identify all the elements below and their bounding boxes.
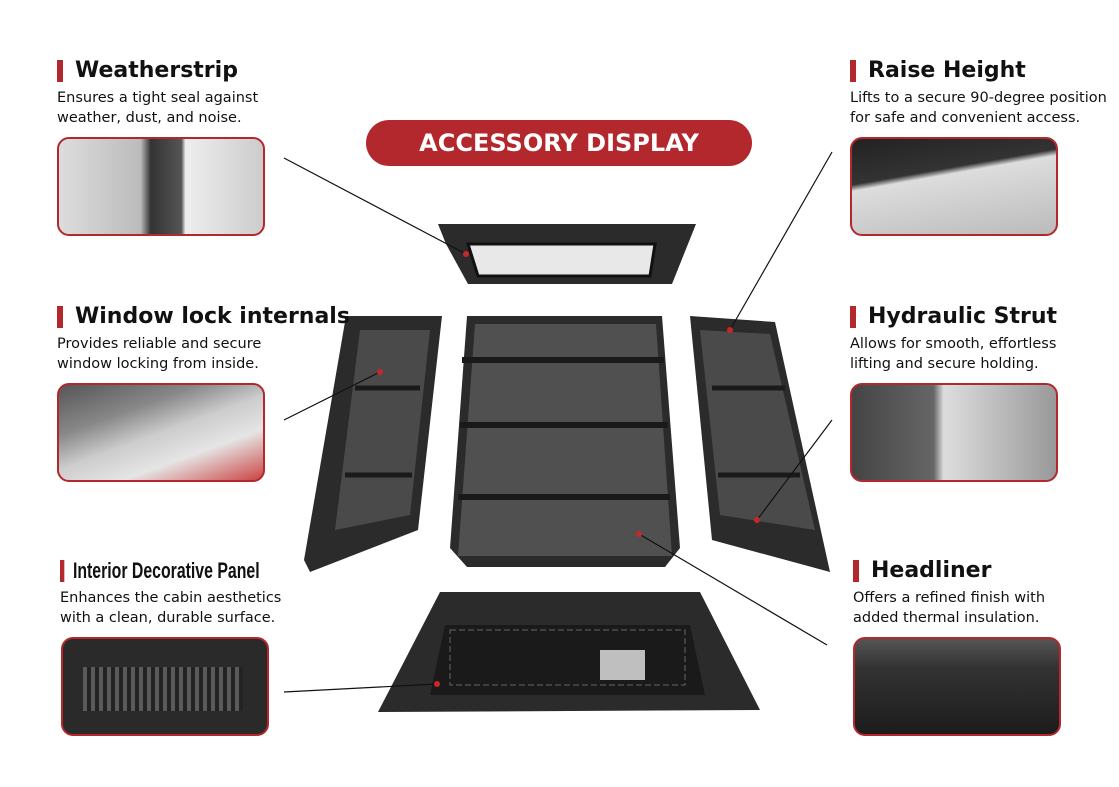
hydraulic-strut-photo: [850, 383, 1058, 482]
feature-desc: window locking from inside.: [57, 356, 259, 372]
feature-raise-height: Raise Height Lifts to a secure 90-degree…: [850, 58, 1107, 128]
feature-title: Hydraulic Strut: [850, 304, 1057, 330]
diagram-title: ACCESSORY DISPLAY DIAGRAM: [366, 120, 752, 203]
feature-desc: with a clean, durable surface.: [60, 610, 276, 626]
feature-title: Raise Height: [850, 58, 1107, 84]
feature-headliner: Headliner Offers a refined finish with ad…: [853, 558, 1045, 628]
feature-desc: lifting and secure holding.: [850, 356, 1039, 372]
feature-desc: Provides reliable and secure: [57, 336, 262, 352]
feature-window-lock: Window lock internals Provides reliable …: [57, 304, 350, 374]
window-lock-photo: [57, 383, 265, 482]
feature-interior-panel: Interior Decorative Panel Enhances the c…: [60, 558, 337, 628]
feature-title: Weatherstrip: [57, 58, 258, 84]
interior-decorative-panel-part: [378, 592, 760, 712]
callout-dots: [377, 251, 760, 687]
feature-desc: Ensures a tight seal against: [57, 90, 259, 106]
weatherstrip-photo: [57, 137, 265, 236]
raise-height-photo: [850, 137, 1058, 236]
window-lock-panel-part: [304, 316, 442, 572]
weatherstrip-frame-part: [438, 224, 696, 284]
feature-title: Window lock internals: [57, 304, 350, 330]
feature-desc: added thermal insulation.: [853, 610, 1040, 626]
hydraulic-strut-panel-part: [690, 316, 830, 572]
feature-hydraulic-strut: Hydraulic Strut Allows for smooth, effor…: [850, 304, 1057, 374]
headliner-panel-part: [450, 316, 680, 567]
feature-title: Headliner: [853, 558, 1045, 584]
feature-desc: for safe and convenient access.: [850, 110, 1081, 126]
interior-panel-photo: [61, 637, 269, 736]
leader-lines: [283, 151, 833, 693]
feature-title: Interior Decorative Panel: [60, 558, 260, 584]
feature-desc: Enhances the cabin aesthetics: [60, 590, 282, 606]
feature-desc: Offers a refined finish with: [853, 590, 1046, 606]
feature-desc: Lifts to a secure 90-degree position: [850, 90, 1107, 106]
feature-weatherstrip: Weatherstrip Ensures a tight seal agains…: [57, 58, 258, 128]
feature-desc: Allows for smooth, effortless: [850, 336, 1057, 352]
feature-desc: weather, dust, and noise.: [57, 110, 242, 126]
headliner-photo: [853, 637, 1061, 736]
